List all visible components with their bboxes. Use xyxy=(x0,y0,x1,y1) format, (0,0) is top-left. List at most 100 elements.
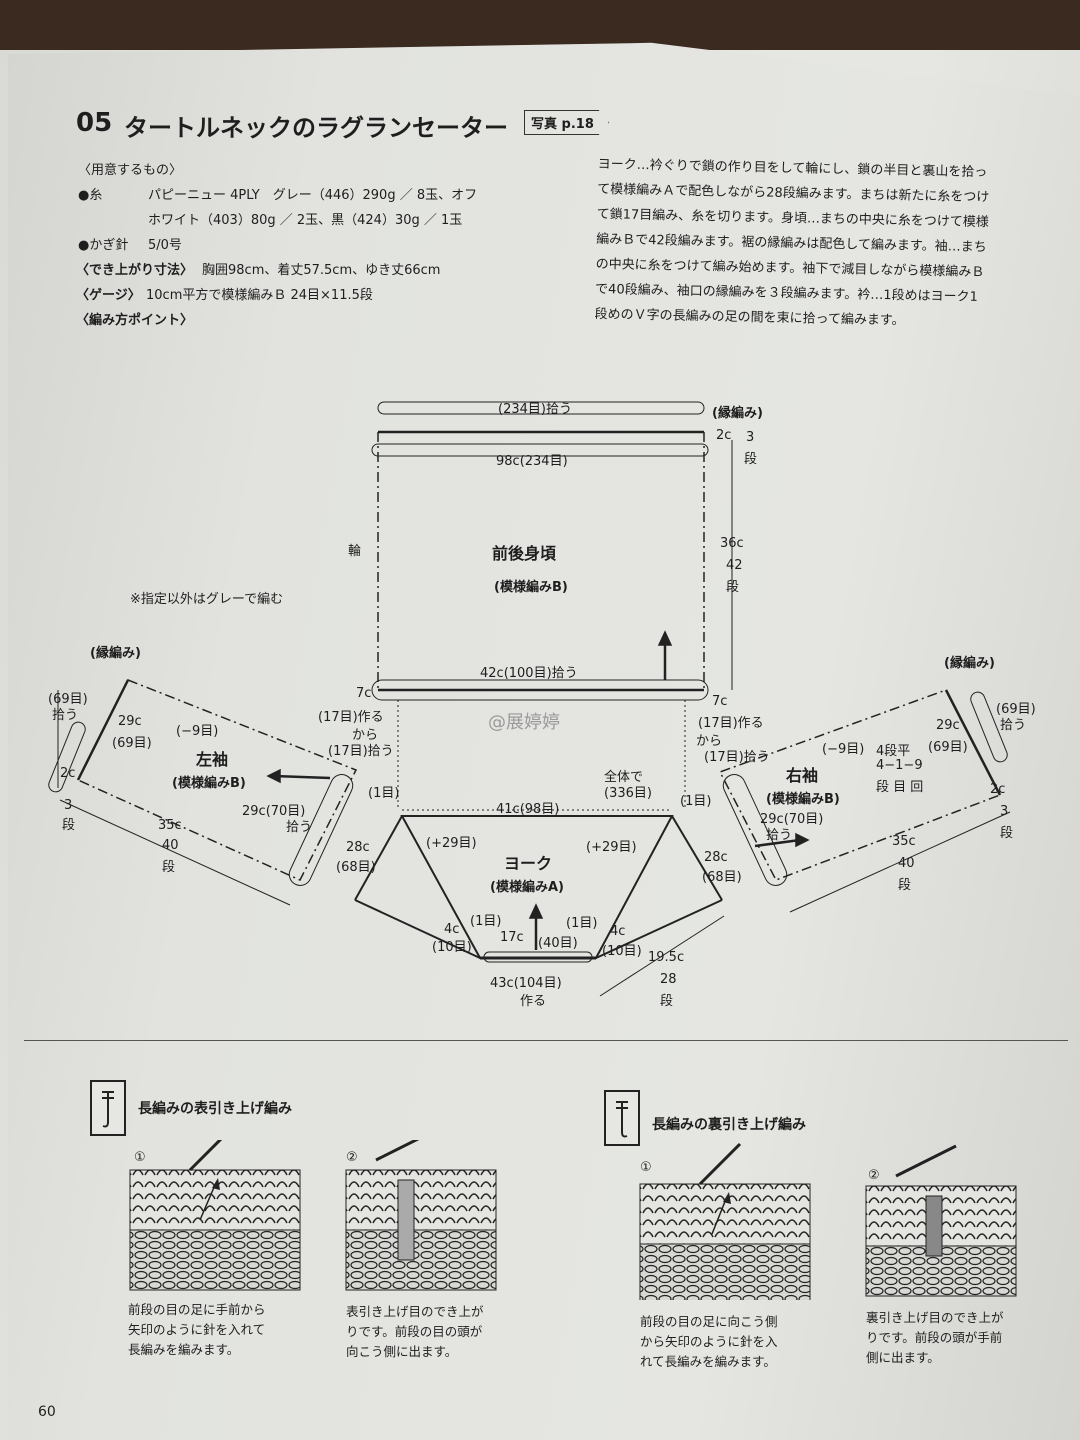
yarn-line-2: ホワイト（403）80g ／ 2玉、黒（424）30g ／ 1玉 xyxy=(148,213,463,228)
right-gusset-cm: 7c xyxy=(712,694,728,709)
right-sleeve-edge-cm: 2c xyxy=(990,782,1006,797)
body-ring-label: 輪 xyxy=(348,544,362,559)
illustration-3 xyxy=(639,1142,811,1300)
right-sleeve-dec-rule3: 段 目 回 xyxy=(876,780,924,795)
left-sleeve-name: 左袖 xyxy=(196,750,229,769)
left-sleeve-edge-dan: 段 xyxy=(62,818,76,833)
caption-back-post-1: 前段の目の足に向こう側 から矢印のように針を入 れて長編みを編みます。 xyxy=(640,1312,778,1372)
left-sleeve-pattern: (模様編みB) xyxy=(172,776,246,791)
body-bottom-pickup: 42c(100目)拾う xyxy=(480,666,578,681)
yoke-neck-right-cm: 4c xyxy=(610,924,626,939)
yoke-front-sts: (40目) xyxy=(538,936,578,951)
body-pickup-label: (234目)拾う xyxy=(498,402,572,417)
left-sleeve-one: (1目) xyxy=(368,786,400,801)
caption-line: 長編みを編みます。 xyxy=(128,1342,240,1357)
yoke-neck-one-left: (1目) xyxy=(470,914,502,929)
right-gusset-pick: (17目)拾う xyxy=(704,750,770,765)
illustration-4 xyxy=(865,1144,1017,1297)
left-gusset-make: (17目)作る xyxy=(318,710,384,725)
technique-title-front-post: 長編みの表引き上げ編み xyxy=(138,1101,292,1117)
yoke-inc-right: (+29目) xyxy=(586,840,637,855)
body-height-cm: 36c xyxy=(720,536,744,551)
caption-line: 表引き上げ目のでき上が xyxy=(346,1304,484,1319)
right-sleeve-top: 29c(70目) xyxy=(760,812,824,827)
right-sleeve-length-rows: 40 xyxy=(898,856,915,871)
body-name: 前後身頃 xyxy=(492,544,557,563)
right-sleeve-dec: (−9目) xyxy=(822,742,865,757)
stitch-illustrations xyxy=(129,1140,1017,1300)
caption-line: 側に出ます。 xyxy=(866,1350,940,1365)
left-sleeve-edge-cm: 2c xyxy=(60,766,76,781)
left-sleeve-width-sts: (69目) xyxy=(112,736,152,751)
caption-line: 前段の目の足に手前から xyxy=(128,1302,266,1317)
right-sleeve-one: (1目) xyxy=(680,794,712,809)
left-sleeve-length-dan: 段 xyxy=(162,860,176,875)
right-sleeve-cuff-pick2: 拾う xyxy=(1000,718,1027,733)
yoke-total-sts: (336目) xyxy=(604,786,652,801)
body-hem-band xyxy=(371,443,709,457)
left-sleeve-cuff-pick2: 拾う xyxy=(52,708,79,723)
left-sleeve-top: 29c(70目) xyxy=(242,804,306,819)
gauge-label: 〈ゲージ〉 xyxy=(76,288,141,303)
yoke-inc-left: (+29目) xyxy=(426,836,477,851)
pattern-diagram xyxy=(48,401,1011,997)
gauge-value: 10cm平方で模様編みＢ 24目×11.5段 xyxy=(146,288,373,303)
caption-line: りです。前段の目の頭が xyxy=(346,1324,483,1339)
yoke-front-cm: 17c xyxy=(500,930,524,945)
body-height-rows: 42 xyxy=(726,558,743,573)
body-arrow-head xyxy=(657,630,673,646)
caption-front-post-1: 前段の目の足に手前から 矢印のように針を入れて 長編みを編みます。 xyxy=(128,1300,266,1360)
table-background xyxy=(0,0,1080,50)
caption-back-post-2: 裏引き上げ目のでき上が りです。前段の頭が手前 側に出ます。 xyxy=(866,1308,1004,1368)
left-sleeve-length-rows: 40 xyxy=(162,838,179,853)
yoke-right-side-sts: (68目) xyxy=(702,870,742,885)
illustration-2 xyxy=(345,1140,497,1291)
yoke-total-label: 全体で xyxy=(604,770,644,785)
page-number: 60 xyxy=(38,1404,56,1420)
caption-line: から矢印のように針を入 xyxy=(640,1334,778,1349)
body-height-dan: 段 xyxy=(726,580,740,595)
caption-front-post-2: 表引き上げ目のでき上が りです。前段の目の頭が 向こう側に出ます。 xyxy=(346,1302,484,1362)
right-sleeve-dec-rule2: 4−1−9 xyxy=(876,758,923,773)
left-sleeve-cuff-pick: (69目) xyxy=(48,692,88,707)
body-edge-dan: 段 xyxy=(744,452,758,467)
yoke-neck-one-right: (1目) xyxy=(566,916,598,931)
left-sleeve-edge-rows: 3 xyxy=(64,798,73,813)
left-gusset-cm: 7c xyxy=(356,686,372,701)
pattern-number: 05 xyxy=(76,108,113,138)
yarn-line-1: パピーニュー 4PLY グレー（446）290g ／ 8玉、オフ xyxy=(148,188,478,203)
caption-line: 矢印のように針を入れて xyxy=(128,1322,266,1337)
right-sleeve-width: 29c xyxy=(936,718,960,733)
size-value: 胸囲98cm、着丈57.5cm、ゆき丈66cm xyxy=(202,263,441,278)
yoke-height-rows: 28 xyxy=(660,972,677,987)
yoke-right-side-cm: 28c xyxy=(704,850,728,865)
materials-heading: 〈用意するもの〉 xyxy=(78,163,183,178)
right-sleeve-top-pick: 拾う xyxy=(766,828,793,843)
watermark: @展婷婷 xyxy=(488,712,560,733)
caption-line: 向こう側に出ます。 xyxy=(346,1344,458,1359)
hook-label: ●かぎ針 xyxy=(78,238,129,253)
right-gusset-make: (17目)作る xyxy=(698,716,764,731)
caption-line: 裏引き上げ目のでき上が xyxy=(866,1310,1004,1325)
step-number: ① xyxy=(640,1160,652,1175)
caption-line: りです。前段の頭が手前 xyxy=(866,1330,1003,1345)
crochet-symbol-front-post-icon xyxy=(90,1080,126,1136)
left-sleeve-length: 35c xyxy=(158,818,182,833)
step-number: ① xyxy=(134,1150,146,1165)
body-pattern: (模様編みB) xyxy=(494,580,568,595)
left-sleeve-dec: (−9目) xyxy=(176,724,219,739)
crochet-symbol-back-post-icon xyxy=(604,1090,640,1146)
right-sleeve-edging: (縁編み) xyxy=(944,656,995,671)
yoke-neck-left-sts: (10目) xyxy=(432,940,472,955)
left-sleeve-top-pick: 拾う xyxy=(286,820,313,835)
right-sleeve-edge-rows: 3 xyxy=(1000,804,1009,819)
diagram-note: ※指定以外はグレーで編む xyxy=(130,592,284,607)
left-sleeve-width: 29c xyxy=(118,714,142,729)
yoke-pattern: (模様編みA) xyxy=(490,880,564,895)
right-sleeve-name: 右袖 xyxy=(786,766,819,785)
left-gusset-pick: (17目)拾う xyxy=(328,744,394,759)
caption-line: れて長編みを編みます。 xyxy=(640,1354,776,1369)
body-width-label: 98c(234目) xyxy=(496,454,568,469)
illustration-1 xyxy=(129,1140,301,1291)
caption-line: 前段の目の足に向こう側 xyxy=(640,1314,778,1329)
